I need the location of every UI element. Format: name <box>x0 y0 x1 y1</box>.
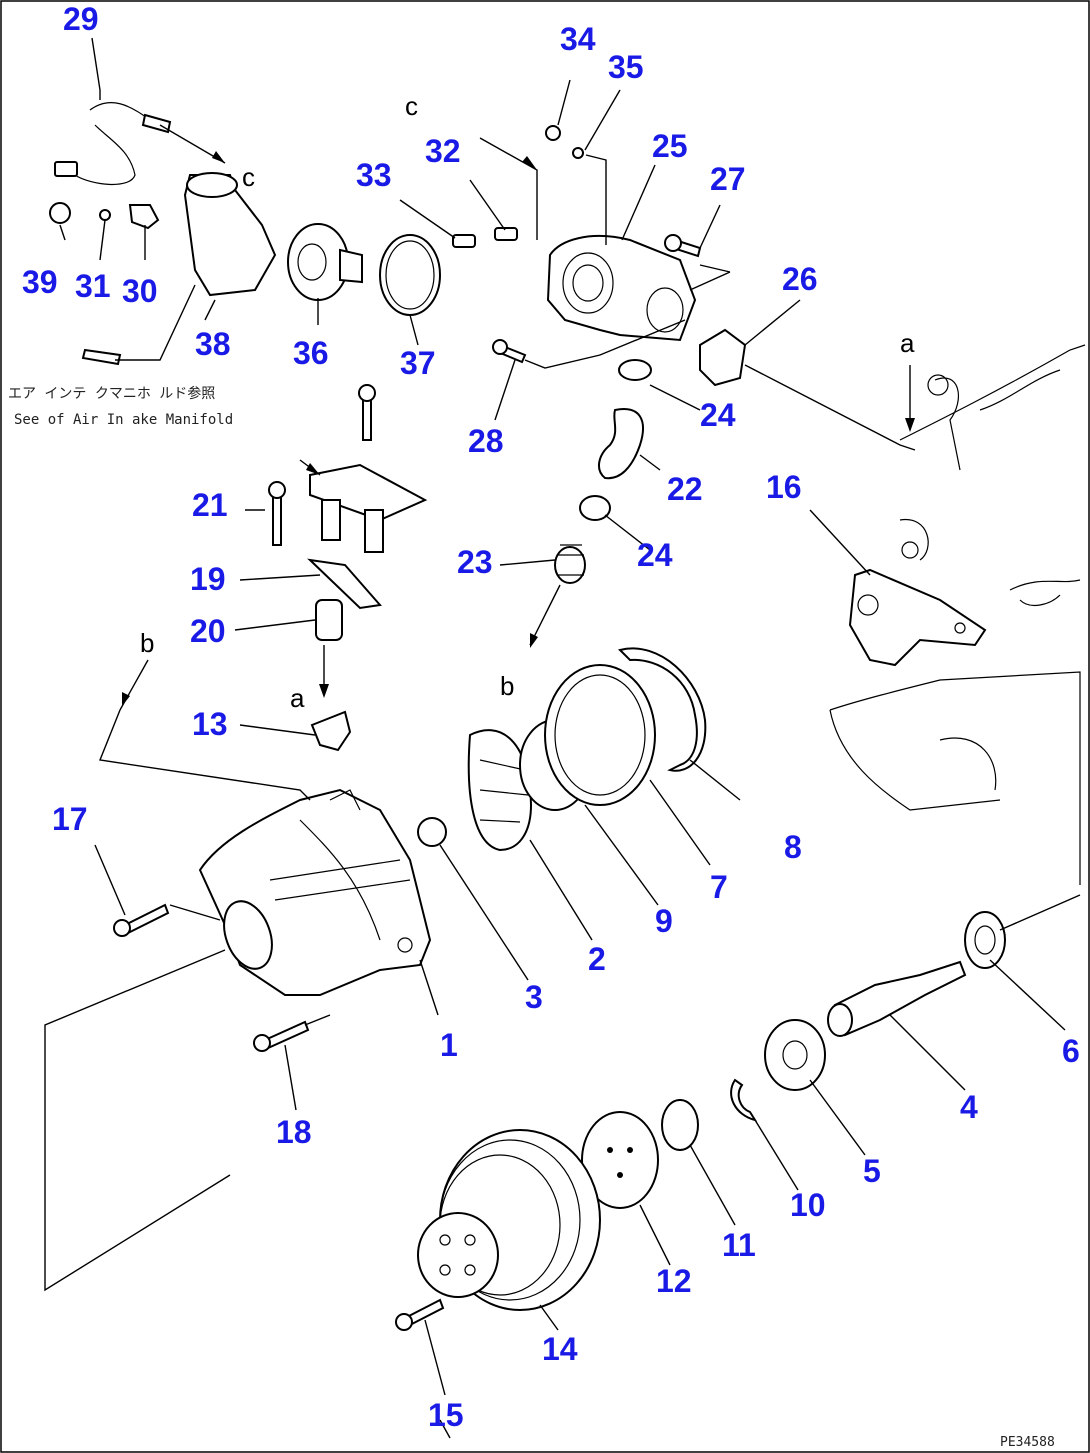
callout-numbers: 29 34 35 32 25 33 27 26 39 31 30 38 36 3… <box>22 1 1080 1433</box>
ref-letter-c-top: c <box>405 91 418 121</box>
thermostat-housing-25 <box>546 234 697 342</box>
fitting-23 <box>554 544 586 584</box>
outlet-elbow-38 <box>183 172 277 297</box>
sensor-29 <box>54 101 172 186</box>
pump-housing-1 <box>198 788 432 996</box>
bolt-32 <box>494 227 518 241</box>
gasket-plate-16 <box>848 568 987 667</box>
callout-22: 22 <box>667 471 703 507</box>
callout-30: 30 <box>122 273 158 309</box>
callout-19: 19 <box>190 561 226 597</box>
callout-13: 13 <box>192 706 228 742</box>
callout-1: 1 <box>440 1027 458 1063</box>
callout-16: 16 <box>766 469 802 505</box>
callout-2: 2 <box>588 941 606 977</box>
callout-17: 17 <box>52 801 88 837</box>
callout-27: 27 <box>710 161 746 197</box>
bolt-28 <box>492 339 527 364</box>
sensor-30 <box>128 204 160 230</box>
reference-note-japanese: エア インテ クマニホ ルド参照 <box>8 385 215 402</box>
snap-ring-10 <box>730 1078 758 1122</box>
gasket-7 <box>544 664 656 806</box>
spacer-20 <box>315 599 343 641</box>
bracket-assembly <box>268 384 428 610</box>
ref-letter-b-center: b <box>500 671 514 701</box>
callout-7: 7 <box>710 869 728 905</box>
ref-letter-c-left: c <box>242 162 255 192</box>
callout-18: 18 <box>276 1114 312 1150</box>
callout-11: 11 <box>722 1227 756 1263</box>
callout-12: 12 <box>656 1263 692 1299</box>
callout-5: 5 <box>863 1153 881 1189</box>
ref-letter-a-right: a <box>900 328 915 358</box>
bolt-15 <box>395 1298 445 1331</box>
ref-letter-b-left: b <box>140 628 154 658</box>
bolt-17 <box>113 903 170 937</box>
callout-9: 9 <box>655 903 673 939</box>
hose-22 <box>598 408 644 480</box>
bolt-39-lower <box>81 348 122 366</box>
callout-10: 10 <box>790 1187 826 1223</box>
seal-ring-37 <box>379 234 441 316</box>
callout-33: 33 <box>356 157 392 193</box>
hub-12 <box>581 1111 659 1209</box>
callout-26: 26 <box>782 261 818 297</box>
callout-21: 21 <box>192 487 228 523</box>
clamp-24-lower <box>579 495 611 521</box>
callout-6: 6 <box>1062 1033 1080 1069</box>
bolt-34 <box>545 125 561 141</box>
callout-35: 35 <box>608 49 644 85</box>
callout-20: 20 <box>190 613 226 649</box>
callout-38: 38 <box>195 326 231 362</box>
callout-39-upper: 39 <box>22 264 58 300</box>
plug-39-upper <box>49 202 71 224</box>
callout-29: 29 <box>63 1 99 37</box>
seal-11 <box>661 1099 699 1151</box>
callout-28: 28 <box>468 423 504 459</box>
impeller-2 <box>467 729 532 852</box>
callout-3: 3 <box>525 979 543 1015</box>
callout-37: 37 <box>400 345 436 381</box>
callout-36: 36 <box>293 335 329 371</box>
bolt-33 <box>452 234 476 248</box>
washer-35 <box>572 147 584 159</box>
callout-4: 4 <box>960 1089 978 1125</box>
callout-32: 32 <box>425 133 461 169</box>
callout-15: 15 <box>428 1397 464 1433</box>
washer-31 <box>99 209 111 221</box>
pulley-14 <box>417 1129 601 1311</box>
callout-25: 25 <box>652 128 688 164</box>
gasket-26 <box>699 328 747 387</box>
arrowheads <box>122 151 915 706</box>
ref-letter-a-left: a <box>290 683 305 713</box>
bearing-5 <box>764 1019 826 1091</box>
engine-block <box>829 344 1086 885</box>
seal-6 <box>964 911 1006 969</box>
bolt-27 <box>664 234 702 258</box>
callout-8: 8 <box>784 829 802 865</box>
callout-31: 31 <box>75 268 111 304</box>
clamp-24-upper <box>618 359 652 381</box>
bracket-13 <box>310 710 352 752</box>
shaft-4 <box>827 960 967 1037</box>
callout-14: 14 <box>542 1331 578 1367</box>
callout-24-lower: 24 <box>637 537 673 573</box>
reference-note-english: See of Air In ake Manifold <box>14 412 233 428</box>
callout-24-upper: 24 <box>700 397 736 433</box>
plug-3 <box>417 817 447 847</box>
callout-34: 34 <box>560 21 596 57</box>
snap-ring-8 <box>618 647 707 772</box>
thermostat-36 <box>287 223 363 301</box>
drawing-code: PE34588 <box>1000 1435 1055 1450</box>
callout-23: 23 <box>457 544 493 580</box>
bolt-18 <box>253 1020 310 1052</box>
